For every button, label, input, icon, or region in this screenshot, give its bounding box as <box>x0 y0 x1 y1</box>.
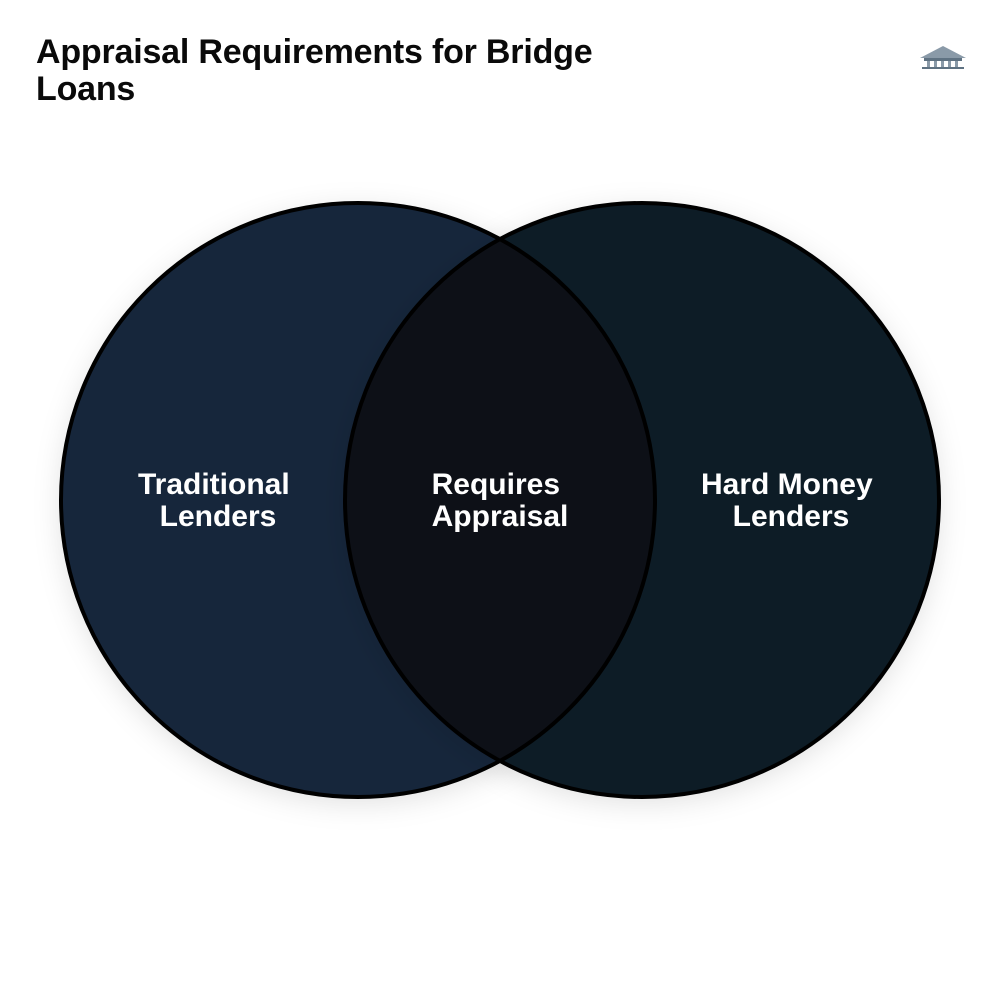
page-title: Appraisal Requirements for Bridge Loans <box>36 33 593 108</box>
label-requires-appraisal: Requires Appraisal <box>432 468 569 533</box>
label-traditional-lenders: Traditional Lenders <box>138 468 298 533</box>
label-line: Lenders <box>733 500 850 533</box>
venn-overlap-region <box>345 203 655 797</box>
label-hard-money-lenders: Hard Money Lenders <box>701 468 881 533</box>
venn-outline-left <box>59 201 657 799</box>
label-line: Traditional <box>138 468 290 501</box>
label-line: Requires <box>432 468 560 501</box>
label-line: Appraisal <box>432 500 569 533</box>
building-logo-icon <box>920 46 966 69</box>
label-line: Lenders <box>160 500 277 533</box>
label-line: Hard Money <box>701 468 873 501</box>
venn-outline-right <box>343 201 941 799</box>
